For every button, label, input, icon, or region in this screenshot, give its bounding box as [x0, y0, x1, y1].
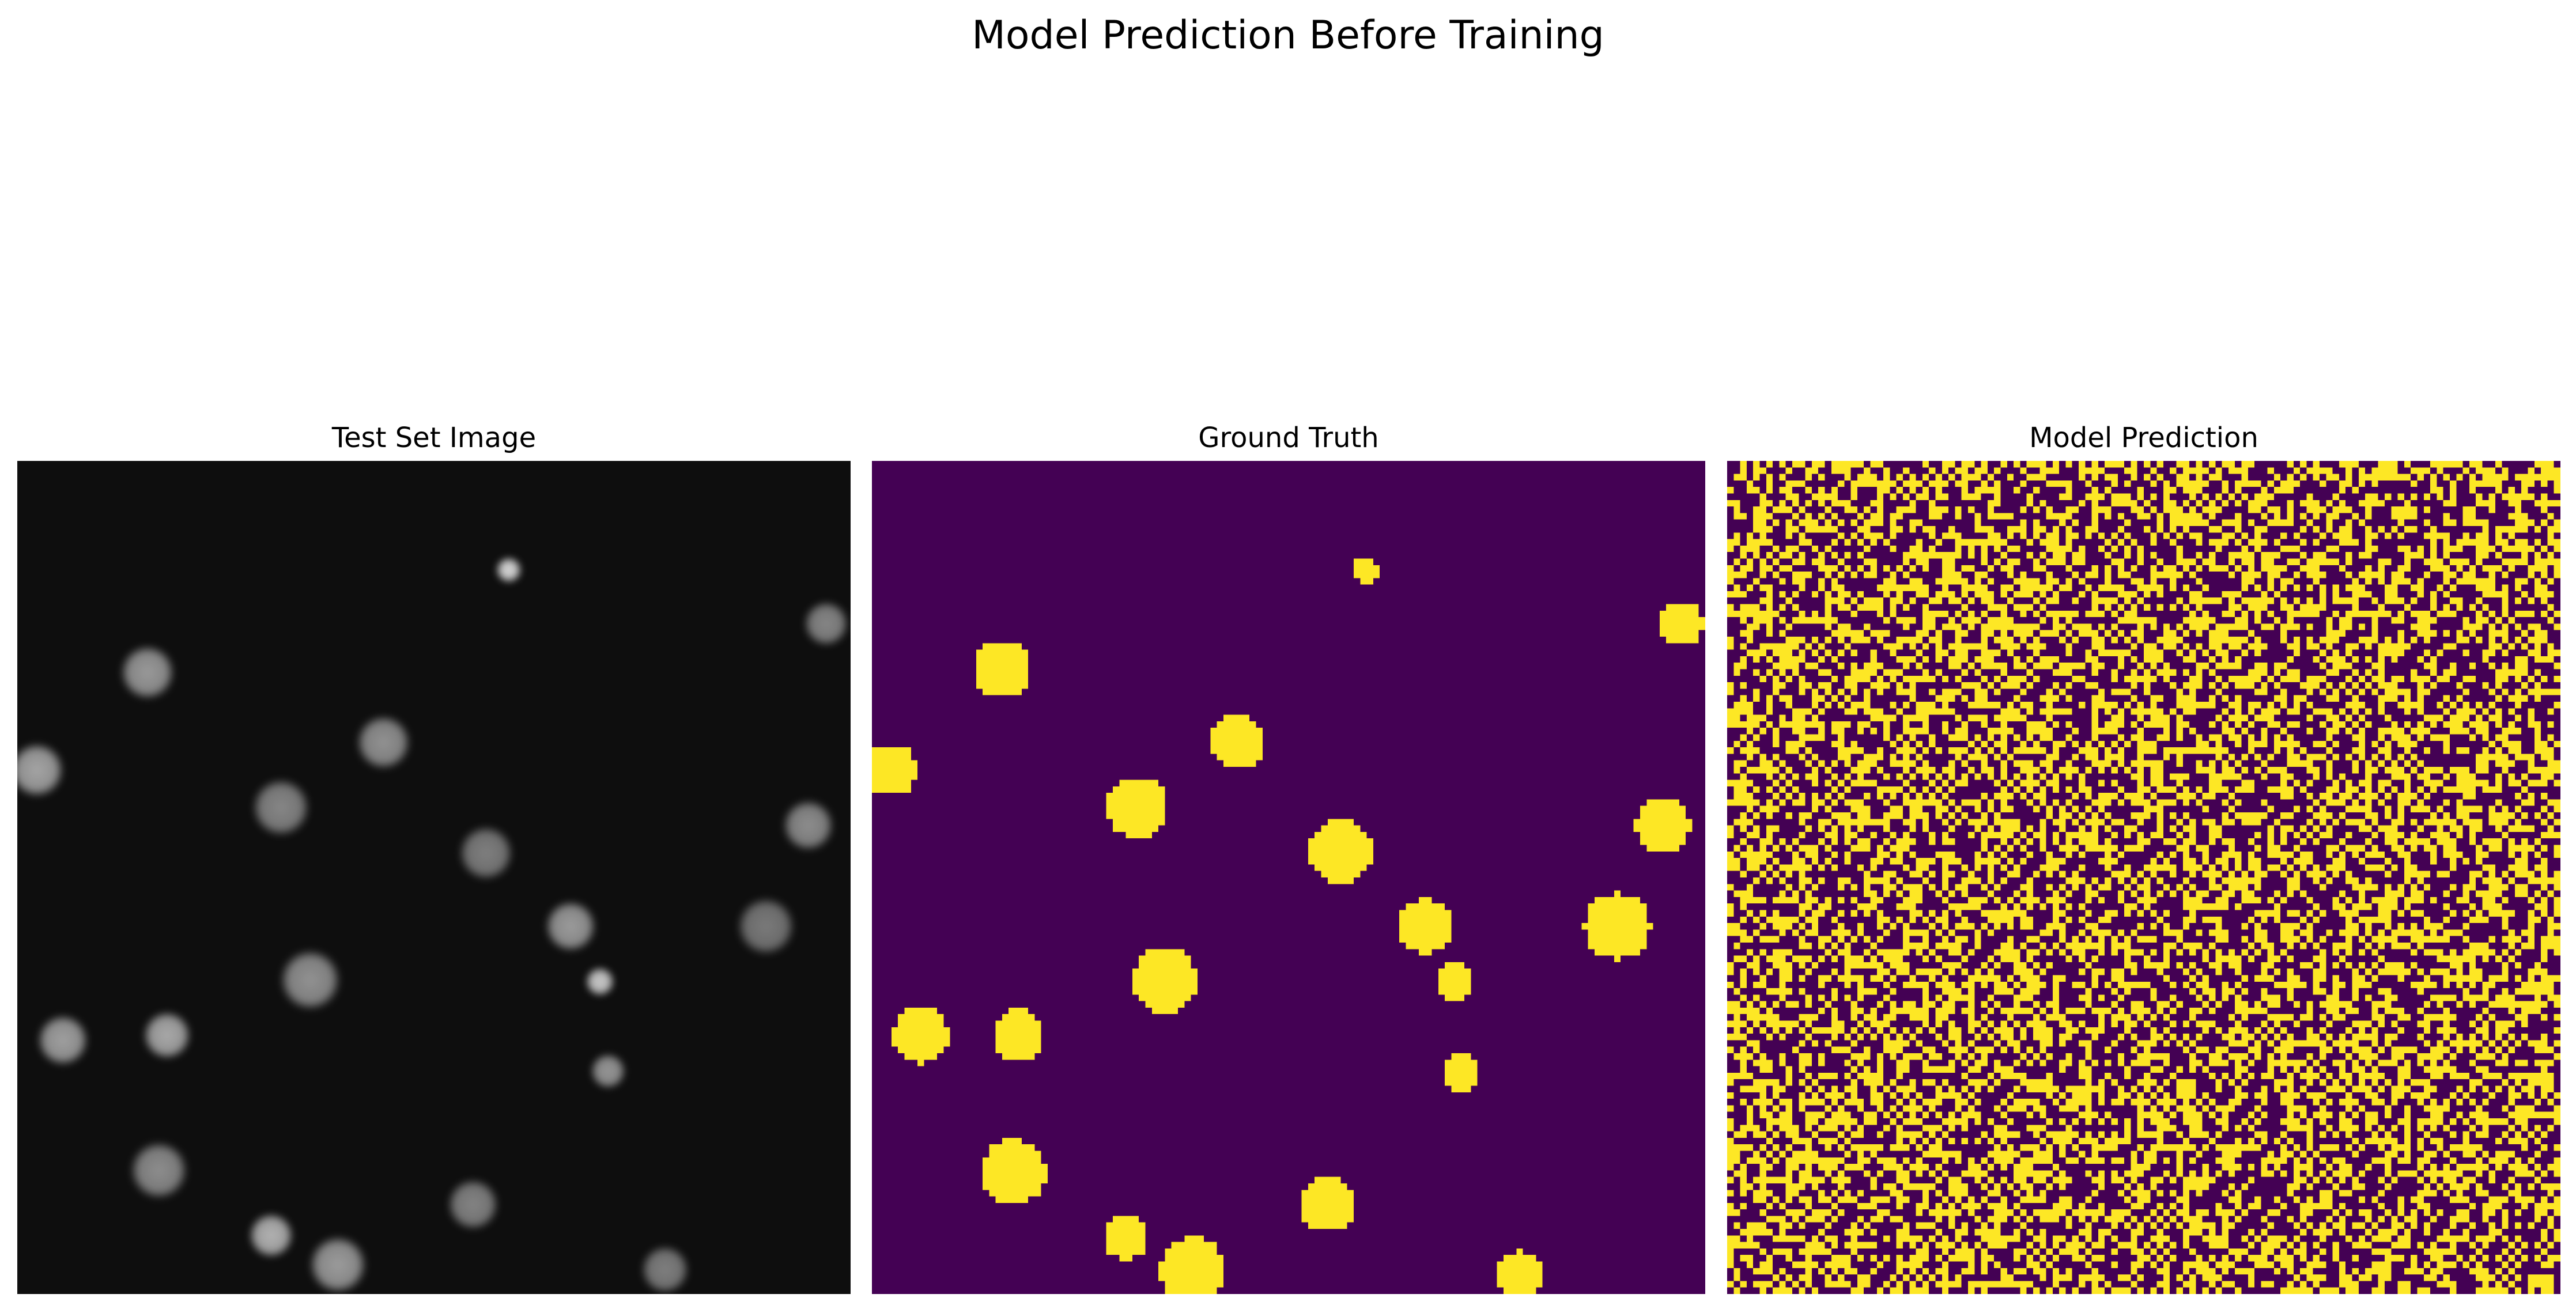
mask-blob-9 — [1399, 896, 1452, 956]
mask-blob-19 — [1158, 1235, 1224, 1294]
nucleus-blob-14 — [36, 1014, 89, 1066]
mask-blob-17 — [1301, 1176, 1354, 1229]
nucleus-blob-20 — [640, 1245, 690, 1294]
nucleus-blob-5 — [251, 778, 311, 837]
nucleus-blob-10 — [736, 896, 795, 956]
nucleus-blob-17 — [447, 1178, 499, 1231]
test-image-panel: Test Set Image — [17, 415, 851, 1294]
ground-truth-panel: Ground Truth — [872, 415, 1705, 1294]
ground-truth-title: Ground Truth — [1198, 422, 1379, 454]
mask-blob-20 — [1497, 1248, 1543, 1294]
nucleus-blob-1 — [496, 557, 522, 583]
prediction-cells-path — [1727, 461, 2560, 1294]
mask-blob-5 — [1106, 780, 1165, 839]
prediction-heatmap — [1727, 461, 2560, 1294]
test-image-heatmap — [17, 461, 851, 1294]
mask-blob-8 — [1633, 799, 1693, 852]
nucleus-blob-8 — [803, 600, 849, 646]
mask-blob-12 — [1438, 962, 1471, 1001]
nucleus-blob-16 — [129, 1141, 188, 1200]
mask-blob-7 — [1659, 604, 1705, 644]
mask-blob-2 — [976, 643, 1029, 695]
mask-blob-16 — [983, 1137, 1048, 1203]
nucleus-blob-4 — [17, 742, 65, 798]
figure-title: Model Prediction Before Training — [972, 13, 1604, 58]
nucleus-blob-19 — [308, 1235, 368, 1294]
nucleus-blob-15 — [590, 1053, 626, 1089]
nucleus-blob-9 — [545, 900, 597, 952]
mask-blob-10 — [1581, 890, 1653, 962]
nucleus-blob-18 — [248, 1212, 294, 1258]
mask-blob-6 — [1308, 819, 1373, 884]
nucleus-blob-6 — [458, 825, 514, 881]
nucleus-blob-3 — [356, 714, 411, 770]
mask-blob-4 — [872, 747, 918, 793]
nucleus-blob-7 — [782, 799, 834, 852]
prediction-panel: Model Prediction — [1727, 415, 2560, 1294]
prediction-positive-cells — [1727, 461, 2560, 1294]
mask-blob-14 — [891, 1007, 950, 1066]
nucleus-blob-13 — [142, 1011, 192, 1060]
mask-blob-3 — [1210, 714, 1263, 767]
test-image-title: Test Set Image — [331, 422, 537, 454]
mask-blob-13 — [995, 1007, 1041, 1060]
mask-blob-1 — [1353, 558, 1380, 585]
mask-blob-15 — [1445, 1053, 1478, 1092]
ground-truth-heatmap — [872, 461, 1705, 1294]
nucleus-blob-12 — [585, 967, 615, 997]
mask-blob-18 — [1106, 1216, 1146, 1262]
mask-blob-11 — [1132, 949, 1198, 1015]
nucleus-blob-2 — [119, 645, 175, 701]
nucleus-blob-11 — [279, 949, 342, 1011]
prediction-title: Model Prediction — [2029, 422, 2258, 454]
